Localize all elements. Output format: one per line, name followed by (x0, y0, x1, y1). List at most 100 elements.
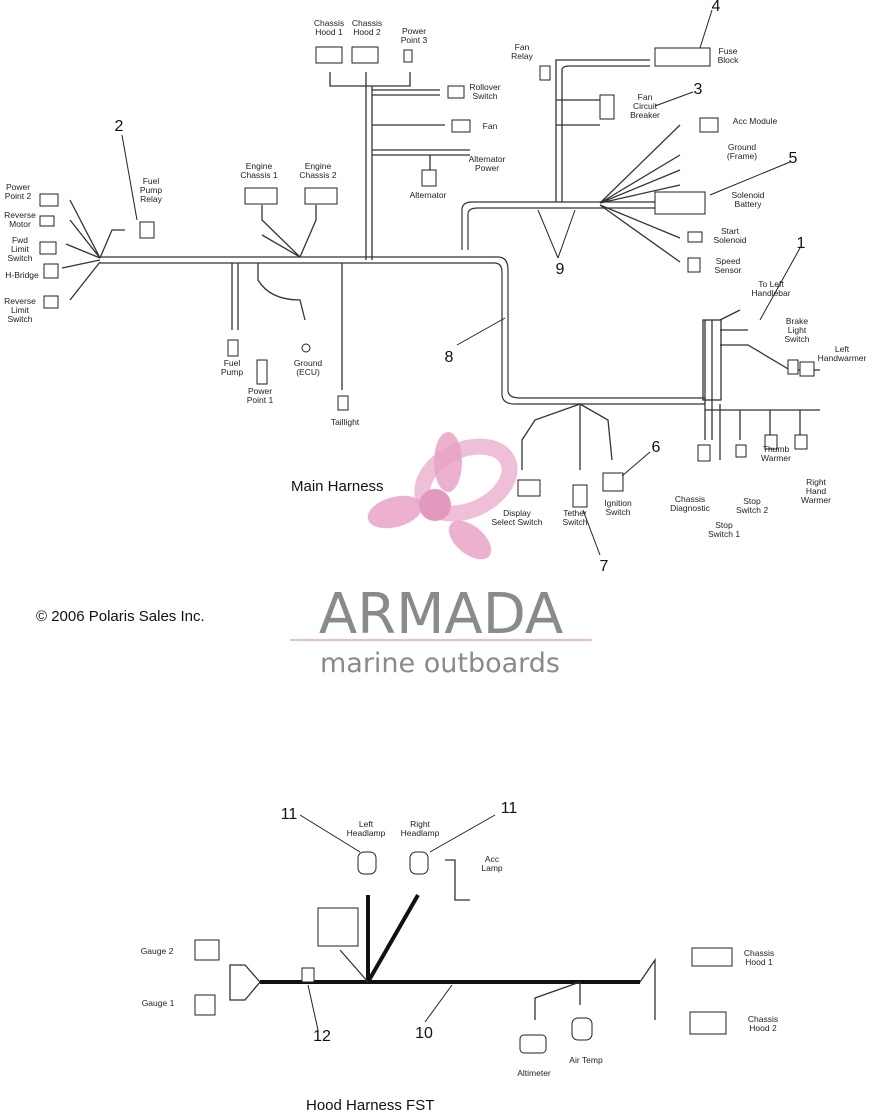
main-label-23-line1: Reverse (4, 296, 36, 306)
chassis-hood-branches (639, 957, 656, 1020)
callout-7: 7 (600, 558, 609, 575)
main-trunk-shadow (100, 258, 705, 402)
main-label-21-line1: Fwd (12, 235, 28, 245)
main-label-35-line1: Stop (715, 520, 733, 530)
main-label-27-line1: Fuel (224, 358, 241, 368)
callout-9: 9 (556, 261, 565, 278)
main-label-10-line1: Alternator (469, 154, 506, 164)
chassis-hood2-hood-connector (689, 1011, 727, 1035)
main-label-27-line2: Pump (221, 367, 243, 377)
h-bridge-connector (43, 263, 59, 279)
main-label-19-line2: Point 2 (5, 191, 32, 201)
callout7-leader (582, 509, 601, 556)
callout11b-leader (429, 814, 496, 853)
callout-8: 8 (445, 349, 454, 366)
main-label-32-line2: Switch (562, 517, 587, 527)
acc-module-connector (699, 117, 719, 133)
chassis-hood1-connector (315, 46, 343, 64)
hood-label-8-line1: Altimeter (517, 1068, 551, 1078)
handlebar-bundle (702, 319, 722, 401)
main-label-5-line1: Fuse (719, 46, 738, 56)
main-label-10-line2: Power (475, 163, 499, 173)
display-select-connector (517, 479, 541, 497)
fuel-pump-relay-branch (99, 229, 125, 259)
main-label-7-line1: Fan (483, 121, 498, 131)
main-label-37-line2: Warmer (761, 453, 791, 463)
ground-ecu-terminal (301, 343, 311, 353)
thumb-warmer-connector (764, 434, 778, 450)
callout-2: 2 (115, 118, 124, 135)
start-solenoid-connector (687, 231, 703, 243)
hood-connector-12 (301, 967, 315, 983)
fan-breaker-connector (599, 94, 615, 120)
ignition-switch-connector (602, 472, 624, 492)
main-label-21-line2: Limit (11, 244, 30, 254)
taillight-connector (337, 395, 349, 411)
main-label-26-line1: Left (835, 344, 850, 354)
main-label-28-line1: Power (248, 386, 272, 396)
right-hand-warmer-connector (794, 434, 808, 450)
callout-6: 6 (652, 439, 661, 456)
main-label-31-line1: Display (503, 508, 532, 518)
fwd-limit-connector (39, 241, 57, 255)
callout4-leader (699, 9, 713, 49)
main-label-21-line3: Switch (7, 253, 32, 263)
relay-label-plate (317, 907, 359, 947)
hood-label-1-line2: Headlamp (347, 828, 386, 838)
main-label-32-line1: Tether (563, 508, 587, 518)
top-connectors-branch (329, 72, 411, 87)
reverse-motor-connector (39, 215, 55, 227)
main-label-2-line1: Chassis (352, 18, 382, 28)
main-label-1-line1: Chassis (314, 18, 344, 28)
main-label-15-line2: Sensor (715, 265, 742, 275)
main-label-11-line2: (Frame) (727, 151, 757, 161)
main-label-13-line2: Battery (735, 199, 763, 209)
main-label-6-line2: Switch (472, 91, 497, 101)
right-headlamp-connector (409, 851, 429, 875)
hood-label-5-line1: Gauge 1 (142, 998, 175, 1008)
main-label-15-line1: Speed (716, 256, 741, 266)
left-handwarmer-connector (799, 361, 815, 377)
power-point1-connector (256, 359, 268, 385)
hood-label-1-line1: Left (359, 819, 374, 829)
callout-11: 11 (281, 806, 298, 823)
hood-label-6-line1: Chassis (744, 948, 774, 958)
main-trunk-bottom (100, 262, 705, 405)
hood-label-4-line1: Gauge 2 (141, 946, 174, 956)
rollover-switch-connector (447, 85, 465, 99)
main-label-17-line2: Chassis 2 (299, 170, 337, 180)
main-label-13-line1: Solenoid (731, 190, 764, 200)
handlebar-branches (704, 320, 820, 460)
main-label-6-line1: Rollover (469, 82, 500, 92)
hood-label-2-line2: Headlamp (401, 828, 440, 838)
main-label-24-line2: Handlebar (751, 288, 790, 298)
main-label-20-line1: Reverse (4, 210, 36, 220)
main-label-8-line2: Circuit (633, 101, 658, 111)
main-label-37-line1: Thumb (763, 444, 790, 454)
callout10-leader (424, 984, 453, 1023)
main-label-29-line2: (ECU) (296, 367, 320, 377)
main-label-16-line1: Engine (246, 161, 273, 171)
main-label-9-line1: Acc Module (733, 116, 778, 126)
main-label-33-line1: Ignition (604, 498, 632, 508)
chassis-hood1-hood-connector (691, 947, 733, 967)
hood-label-7-line1: Chassis (748, 1014, 778, 1024)
callout12-leader (307, 984, 319, 1031)
callout1-leader (759, 247, 801, 321)
main-label-2-line2: Hood 2 (353, 27, 381, 37)
hood-harness-title: Hood Harness FST (306, 1097, 434, 1112)
fuse-branch (555, 59, 650, 202)
callout-4: 4 (712, 0, 721, 15)
main-label-36-line1: Stop (743, 496, 761, 506)
main-label-11-line1: Ground (728, 142, 757, 152)
main-label-12-line1: Alternator (410, 190, 447, 200)
battery-trunk-bottom (467, 207, 700, 250)
main-label-18-line1: Fuel (143, 176, 160, 186)
callout-1: 1 (797, 235, 806, 252)
fuel-pump-relay-connector (139, 221, 155, 239)
callout9-leader (537, 209, 576, 259)
callout-5: 5 (789, 150, 798, 167)
main-label-25-line2: Light (788, 325, 807, 335)
